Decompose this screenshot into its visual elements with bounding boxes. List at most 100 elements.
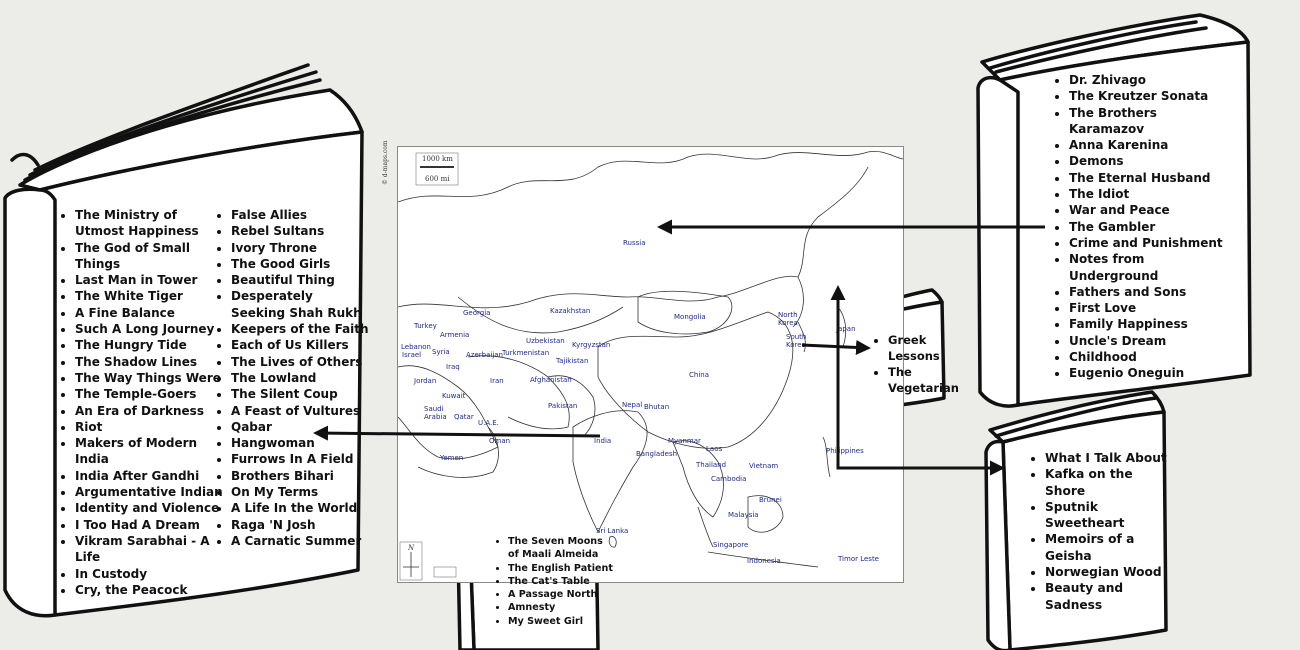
book-title: Argumentative Indian bbox=[75, 484, 227, 500]
srilanka-books: The Seven Moons of Maali AlmeidaThe Engl… bbox=[490, 535, 614, 628]
book-title: Notes from Underground bbox=[1069, 251, 1234, 284]
arrow-korea bbox=[801, 339, 871, 355]
japan-books: What I Talk AboutKafka on the ShoreSputn… bbox=[1027, 450, 1173, 613]
book-title: Brothers Bihari bbox=[231, 468, 371, 484]
book-title: Raga 'N Josh bbox=[231, 517, 371, 533]
label-philippines: Philippines bbox=[826, 447, 864, 455]
book-title: Eugenio Oneguin bbox=[1069, 365, 1234, 381]
label-china: China bbox=[689, 371, 709, 379]
label-indonesia: Indonesia bbox=[747, 557, 781, 565]
book-title: Desperately Seeking Shah Rukh bbox=[231, 288, 371, 321]
label-oman: Oman bbox=[489, 437, 511, 445]
russia-books: Dr. ZhivagoThe Kreutzer SonataThe Brothe… bbox=[1051, 72, 1234, 382]
label-mongolia: Mongolia bbox=[674, 313, 706, 321]
book-title: Beautiful Thing bbox=[231, 272, 371, 288]
book-title: Keepers of the Faith bbox=[231, 321, 371, 337]
book-title: A Passage North bbox=[508, 588, 614, 601]
book-title: India After Gandhi bbox=[75, 468, 227, 484]
label-turkey: Turkey bbox=[414, 322, 437, 330]
book-title: A Life In the World bbox=[231, 500, 371, 516]
label-vietnam: Vietnam bbox=[749, 462, 779, 470]
book-title: Each of Us Killers bbox=[231, 337, 371, 353]
book-title: Crime and Punishment bbox=[1069, 235, 1234, 251]
book-title: The Idiot bbox=[1069, 186, 1234, 202]
book-title: Qabar bbox=[231, 419, 371, 435]
book-title: Amnesty bbox=[508, 601, 614, 614]
label-bangladesh: Bangladesh bbox=[636, 450, 678, 458]
label-brunei: Brunei bbox=[759, 496, 782, 504]
book-title: The White Tiger bbox=[75, 288, 227, 304]
book-title: Riot bbox=[75, 419, 227, 435]
korea-books: Greek LessonsThe Vegetarian bbox=[870, 332, 978, 396]
book-title: I Too Had A Dream bbox=[75, 517, 227, 533]
label-georgia: Georgia bbox=[463, 309, 491, 317]
scale-km: 1000 km bbox=[422, 155, 453, 163]
scale-mi: 600 mi bbox=[425, 175, 450, 183]
book-title: The Ministry of Utmost Happiness bbox=[75, 207, 227, 240]
label-yemen: Yemen bbox=[440, 454, 464, 462]
india-books-col1: The Ministry of Utmost HappinessThe God … bbox=[57, 207, 227, 598]
label-singapore: Singapore bbox=[713, 541, 749, 549]
label-japan: Japan bbox=[836, 325, 856, 333]
north-marker: N bbox=[408, 544, 415, 552]
india-book-illustration bbox=[3, 63, 364, 618]
book-title: The Shadow Lines bbox=[75, 354, 227, 370]
book-title: The Way Things Were bbox=[75, 370, 227, 386]
label-pakistan: Pakistan bbox=[548, 402, 578, 410]
arrow-japan bbox=[836, 290, 1005, 476]
label-syria: Syria bbox=[432, 348, 450, 356]
book-title: Last Man in Tower bbox=[75, 272, 227, 288]
label-iraq: Iraq bbox=[446, 363, 460, 371]
book-title: Fathers and Sons bbox=[1069, 284, 1234, 300]
book-title: Identity and Violence bbox=[75, 500, 227, 516]
book-title: The Good Girls bbox=[231, 256, 371, 272]
book-title: The Kreutzer Sonata bbox=[1069, 88, 1234, 104]
label-russia: Russia bbox=[623, 239, 646, 247]
book-title: Vikram Sarabhai - A Life bbox=[75, 533, 227, 566]
label-afghanistan: Afghanistan bbox=[530, 376, 572, 384]
label-lebanon: Lebanon bbox=[401, 343, 431, 351]
book-title: Furrows In A Field bbox=[231, 451, 371, 467]
book-title: In Custody bbox=[75, 566, 227, 582]
book-title: Dr. Zhivago bbox=[1069, 72, 1234, 88]
japan-book-illustration bbox=[984, 390, 1168, 650]
book-title: The English Patient bbox=[508, 562, 614, 575]
label-thailand: Thailand bbox=[696, 461, 727, 469]
book-title: The Seven Moons of Maali Almeida bbox=[508, 535, 614, 562]
book-title: What I Talk About bbox=[1045, 450, 1173, 466]
book-title: Kafka on the Shore bbox=[1045, 466, 1173, 499]
book-title: Rebel Sultans bbox=[231, 223, 371, 239]
russia-book-illustration bbox=[976, 13, 1252, 408]
book-title: A Carnatic Summer bbox=[231, 533, 371, 549]
book-title: First Love bbox=[1069, 300, 1234, 316]
label-kazakhstan: Kazakhstan bbox=[550, 307, 591, 315]
label-kuwait: Kuwait bbox=[442, 392, 466, 400]
book-title: The Silent Coup bbox=[231, 386, 371, 402]
label-sri-lanka: Sri Lanka bbox=[596, 527, 629, 535]
map-outlines bbox=[398, 150, 903, 581]
label-laos: Laos bbox=[706, 445, 723, 453]
book-title: The Lowland bbox=[231, 370, 371, 386]
book-title: Anna Karenina bbox=[1069, 137, 1234, 153]
label-tajikistan: Tajikistan bbox=[556, 357, 589, 365]
label-nepal: Nepal bbox=[622, 401, 643, 409]
book-title: Childhood bbox=[1069, 349, 1234, 365]
arrow-india bbox=[313, 425, 601, 441]
label-jordan: Jordan bbox=[414, 377, 437, 385]
label-turkmenistan: Turkmenistan bbox=[502, 349, 550, 357]
label-armenia: Armenia bbox=[440, 331, 470, 339]
label-timor-leste: Timor Leste bbox=[838, 555, 879, 563]
label-north-korea: North Korea bbox=[778, 311, 798, 327]
book-title: Beauty and Sadness bbox=[1045, 580, 1173, 613]
label-malaysia: Malaysia bbox=[728, 511, 759, 519]
book-title: Such A Long Journey bbox=[75, 321, 227, 337]
book-title: Sputnik Sweetheart bbox=[1045, 499, 1173, 532]
book-title: The Gambler bbox=[1069, 219, 1234, 235]
book-title: Makers of Modern India bbox=[75, 435, 227, 468]
book-title: The God of Small Things bbox=[75, 240, 227, 273]
book-title: Demons bbox=[1069, 153, 1234, 169]
label-uzbekistan: Uzbekistan bbox=[526, 337, 565, 345]
book-title: The Eternal Husband bbox=[1069, 170, 1234, 186]
asia-map: © d-maps.com 1000 km 600 mi N Russia Kaz… bbox=[382, 140, 904, 583]
